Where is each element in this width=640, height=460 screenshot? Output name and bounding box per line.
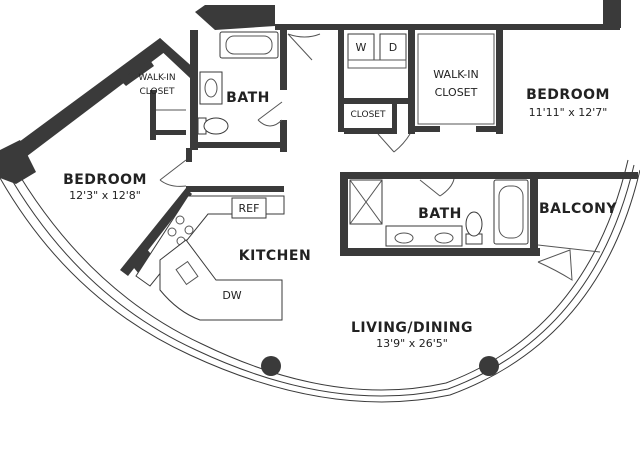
refrigerator xyxy=(231,197,267,219)
sink-top-bath xyxy=(199,71,223,105)
wall-closet-angled xyxy=(156,38,196,78)
balcony-label: BALCONY xyxy=(539,201,617,217)
dryer xyxy=(379,33,407,61)
dishwasher-label: DW xyxy=(222,289,241,302)
closet-shelving-right xyxy=(417,33,495,125)
door-bath-center xyxy=(419,178,455,197)
door-bedroom-left xyxy=(159,159,187,187)
curved-window-wall xyxy=(0,159,640,403)
door-top-entry xyxy=(287,33,321,61)
wall-bedroom-left-angled xyxy=(0,38,170,166)
column-left-corner xyxy=(0,140,36,184)
bath-center-label: BATH xyxy=(418,206,462,222)
kitchen-island xyxy=(159,239,283,321)
door-balcony xyxy=(537,249,573,281)
closet-label: CLOSET xyxy=(351,110,386,120)
living-dining-label: LIVING/DINING xyxy=(351,320,473,336)
walk-in-closet-left-line2: CLOSET xyxy=(140,87,175,97)
toilet-top-bath xyxy=(197,117,229,135)
bath-top-label: BATH xyxy=(226,90,270,106)
bedroom-left-dims: 12'3" x 12'8" xyxy=(69,189,141,202)
walls xyxy=(0,0,638,278)
walk-in-closet-left-line1: WALK-IN xyxy=(138,73,175,83)
dryer-label: D xyxy=(389,41,397,54)
kitchen-counter-angled xyxy=(135,195,285,287)
vanity-center-bath xyxy=(385,225,463,247)
refrigerator-label: REF xyxy=(239,202,260,215)
door-top-bath xyxy=(257,101,283,127)
washer-label: W xyxy=(356,41,367,54)
bedroom-right-dims: 11'11" x 12'7" xyxy=(529,106,608,119)
bedroom-right-label: BEDROOM xyxy=(526,87,610,103)
balcony-railing xyxy=(537,244,601,253)
fixtures xyxy=(135,31,601,376)
walk-in-closet-right-line1: WALK-IN xyxy=(433,68,478,81)
kitchen-label: KITCHEN xyxy=(239,248,311,264)
column-living-left xyxy=(261,356,281,376)
walk-in-closet-right-line2: CLOSET xyxy=(435,86,478,99)
living-dining-dims: 13'9" x 26'5" xyxy=(376,337,448,350)
column-living-right xyxy=(479,356,499,376)
toilet-center-bath xyxy=(465,211,483,245)
door-closet-center xyxy=(377,133,411,153)
column-top-right xyxy=(603,0,621,28)
bedroom-left-label: BEDROOM xyxy=(63,172,147,188)
room-labels: WALK-IN CLOSET BATH W D WALK-IN CLOSET C… xyxy=(63,41,617,350)
bathtub-center xyxy=(493,179,529,245)
bathtub-top xyxy=(219,31,279,59)
column-top xyxy=(195,5,275,30)
washer xyxy=(347,33,375,61)
